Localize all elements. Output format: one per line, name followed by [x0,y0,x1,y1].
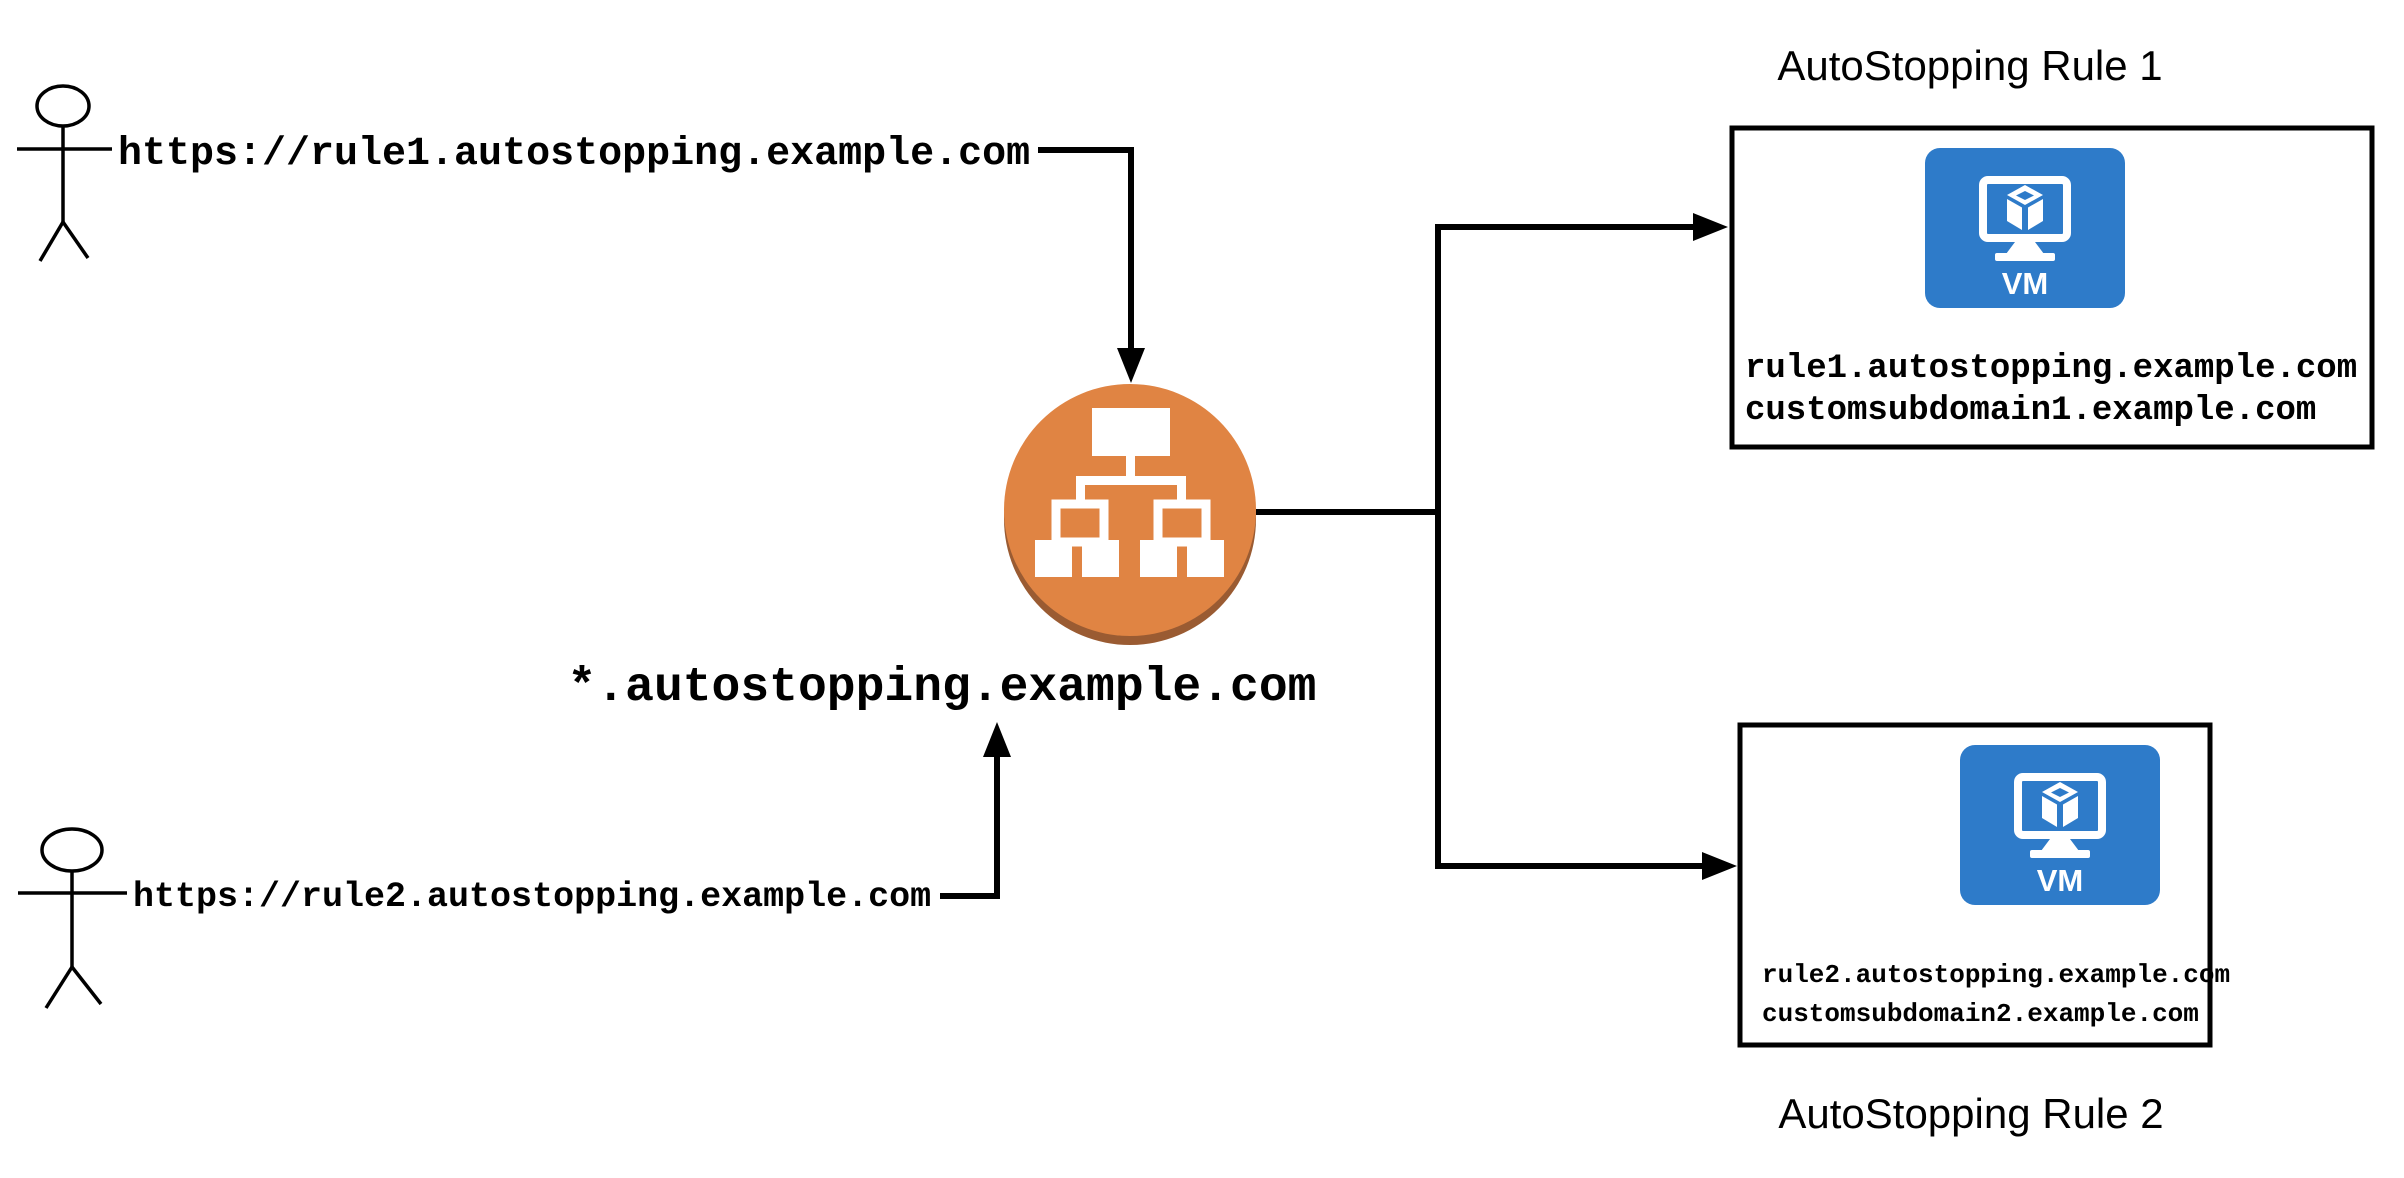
stick-figure-leg-right [61,221,90,259]
arrow-right-head-rule2 [1702,852,1737,880]
arrow-right-head-rule1 [1693,213,1728,241]
user-2-url-label: https://rule2.autostopping.example.com [133,877,931,917]
rule2-vm-icon-label: VM [2037,863,2084,898]
rule1-title: AutoStopping Rule 1 [1777,42,2162,89]
dns-to-rules-connector [1256,213,1737,880]
rule1-box: VM rule1.autostopping.example.com custom… [1729,125,2375,450]
rule1-domain-2: customsubdomain1.example.com [1745,392,2316,430]
wildcard-domain-label: *.autostopping.example.com [568,661,1317,715]
arrow-down-head [1117,348,1145,383]
arrow-shaft [1038,147,1134,350]
trunk-and-branches [1435,224,1704,869]
stick-figure-leg-left [38,221,65,262]
url2-to-wildcard-arrow [940,722,1011,899]
rule1-vm-icon-label: VM [2002,266,2049,301]
arrow-up-head [983,722,1011,757]
user-2-figure [18,827,127,1009]
rule2-title: AutoStopping Rule 2 [1778,1090,2163,1137]
rule2-box: VM rule2.autostopping.example.com custom… [1737,722,2230,1048]
user-1-figure [17,84,112,262]
stick-figure-head [35,84,91,128]
url1-to-dns-arrow [1038,147,1145,383]
stick-figure-leg-right [70,965,103,1006]
stick-figure-head [40,827,104,873]
user-1-url-label: https://rule1.autostopping.example.com [118,132,1030,177]
rule1-domain-1: rule1.autostopping.example.com [1745,350,2357,388]
arrow-shaft [940,756,1000,899]
stick-figure-leg-left [44,966,74,1009]
rule2-domain-1: rule2.autostopping.example.com [1762,960,2230,990]
dns-circle [1004,384,1256,645]
sitemap-hierarchy-icon [1035,408,1224,577]
rule2-domain-2: customsubdomain2.example.com [1762,999,2199,1029]
